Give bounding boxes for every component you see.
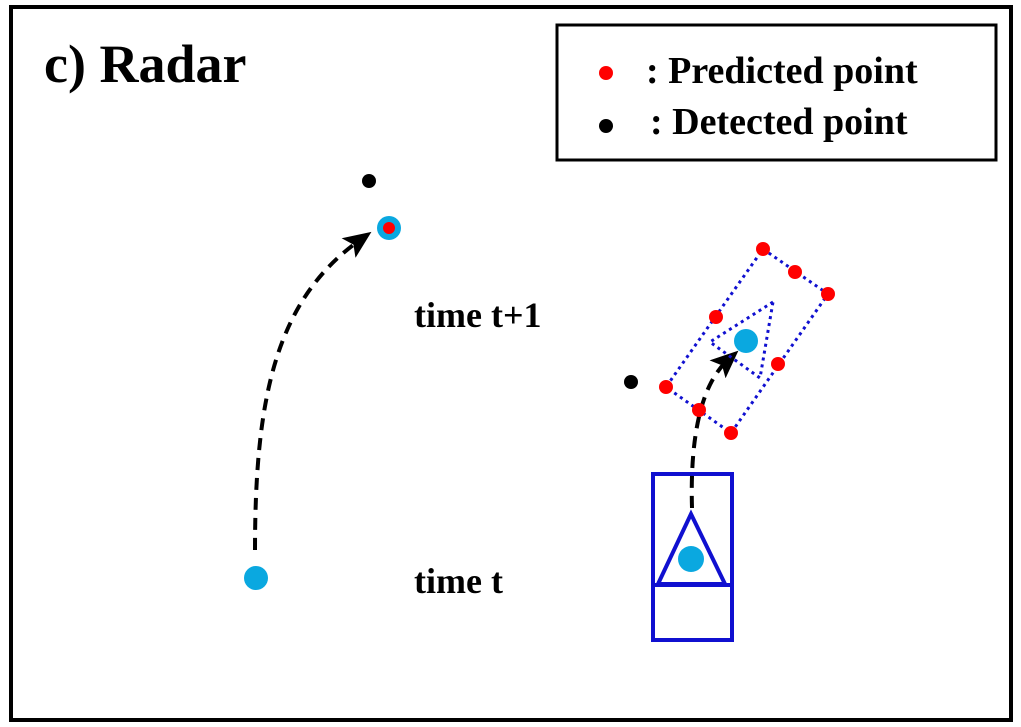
label-time-t1: time t+1 <box>414 295 541 335</box>
legend-detected-marker <box>599 119 613 133</box>
vehicle-heading-triangle-t1 <box>707 298 776 381</box>
label-time-t: time t <box>414 561 503 601</box>
point-trajectory-arrow <box>253 231 372 551</box>
predicted-point <box>756 242 770 256</box>
predicted-point <box>821 287 835 301</box>
vehicle-detected-marker <box>624 375 638 389</box>
point-target-group <box>244 174 401 590</box>
point-detected-marker <box>362 174 376 188</box>
vehicle-center-time-t1 <box>734 329 758 353</box>
legend-box <box>555 23 998 162</box>
vehicle-box-time-t <box>651 472 734 642</box>
vehicle-time-t <box>651 472 734 642</box>
diagram-title: c) Radar <box>44 34 246 94</box>
point-center-time-t <box>244 566 268 590</box>
legend-detected-label: : Detected point <box>650 101 908 143</box>
vehicle-trajectory-arrow <box>689 350 739 509</box>
predicted-point <box>724 426 738 440</box>
predicted-point <box>709 310 723 324</box>
vehicle-time-t1 <box>624 242 835 440</box>
predicted-point <box>659 380 673 394</box>
predicted-point <box>771 357 785 371</box>
vehicle-center-time-t <box>678 546 704 572</box>
point-predicted-marker <box>383 222 395 234</box>
legend-predicted-marker <box>599 66 613 80</box>
predicted-point <box>788 265 802 279</box>
predicted-point <box>692 403 706 417</box>
legend-predicted-label: : Predicted point <box>646 50 918 92</box>
outer-frame <box>9 5 1013 722</box>
vehicle-heading-triangle <box>654 509 729 586</box>
legend: : Predicted point : Detected point <box>555 23 998 162</box>
